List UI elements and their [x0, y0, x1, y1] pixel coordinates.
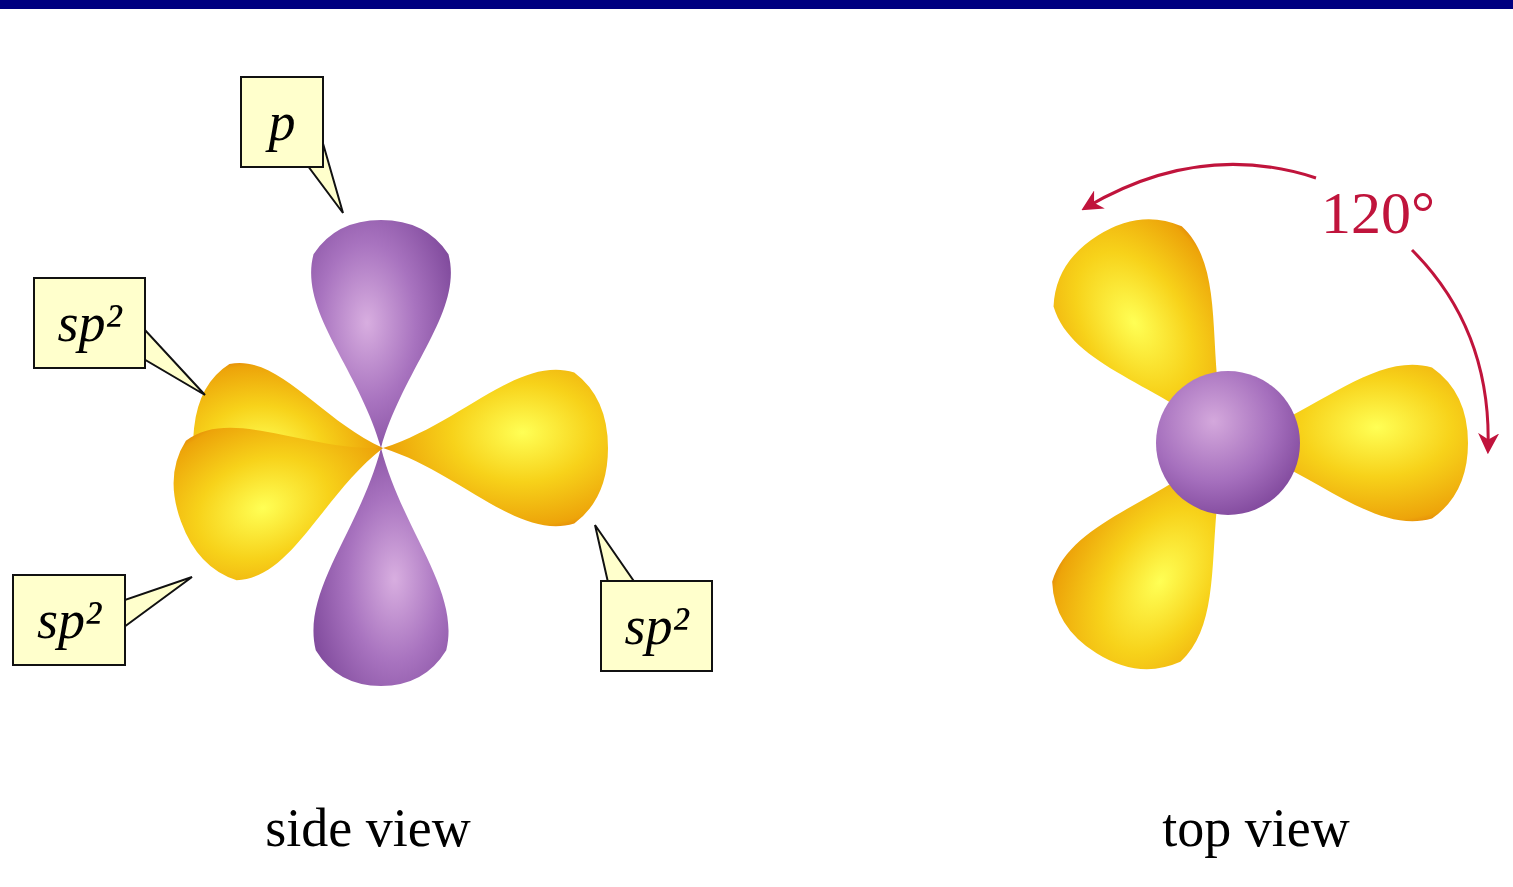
angle-arrows — [1085, 164, 1488, 450]
view-caption: top view — [1162, 801, 1349, 855]
view-caption: side view — [265, 801, 470, 855]
side-view-orbitals — [155, 220, 608, 686]
callout-label: p — [269, 95, 296, 149]
callout-label: sp² — [624, 599, 688, 653]
sp2-lobe — [383, 370, 608, 527]
callout-label: sp² — [37, 593, 101, 647]
p-lobe — [311, 220, 451, 448]
angle-label: 120° — [1321, 183, 1435, 243]
callout-box: p — [240, 76, 324, 168]
angle-arc — [1412, 250, 1488, 450]
callout-box: sp² — [600, 580, 713, 672]
top-view-orbitals — [1030, 194, 1468, 695]
callout-box: sp² — [12, 574, 126, 666]
callout-label: sp² — [57, 296, 121, 350]
p-orbital-end-on — [1156, 371, 1300, 515]
sp2-lobe — [155, 376, 410, 594]
angle-arc — [1085, 164, 1316, 208]
callout-pointers — [110, 140, 640, 630]
top-bar — [0, 0, 1513, 9]
callout-box: sp² — [33, 277, 146, 369]
